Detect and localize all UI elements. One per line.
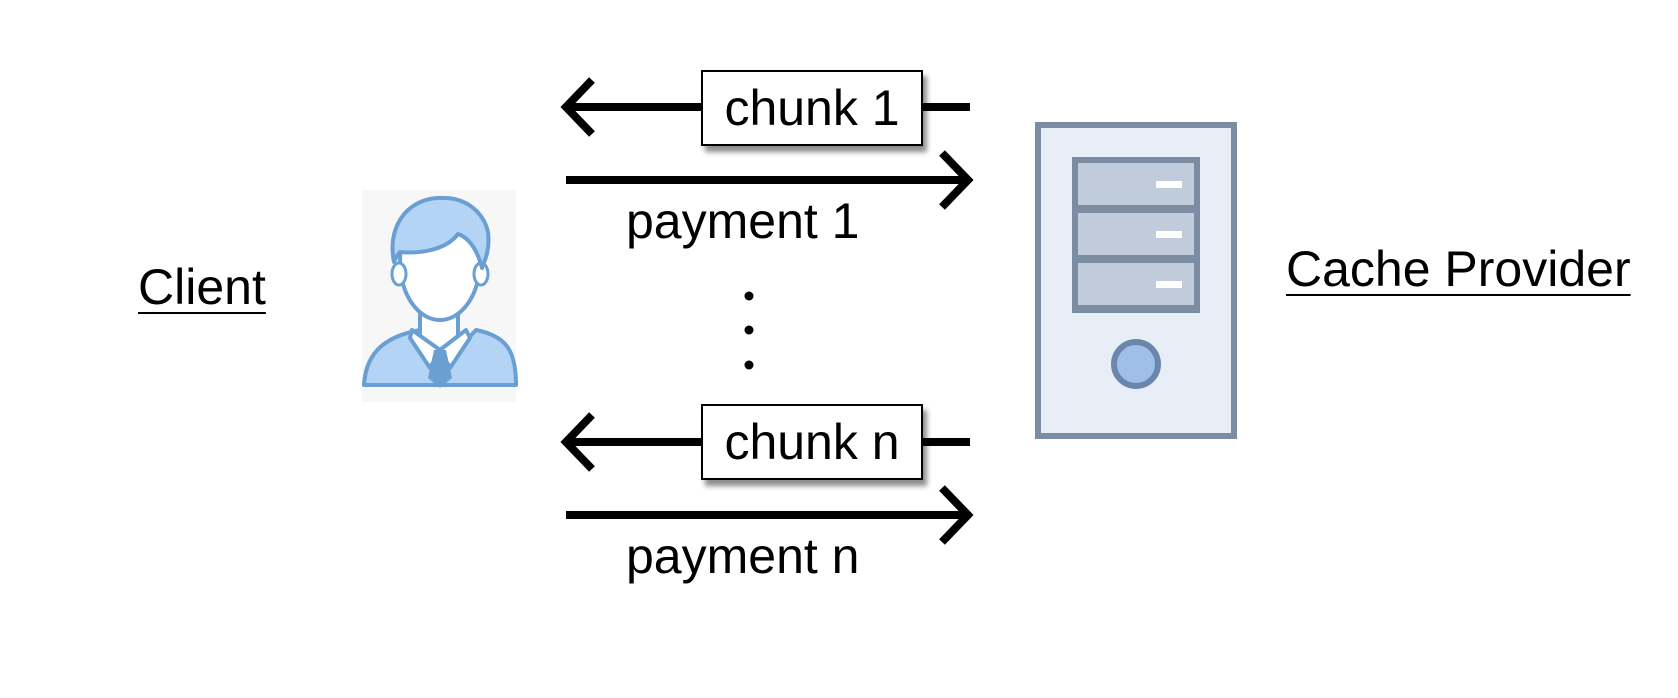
payment-n-label: payment n (626, 528, 860, 584)
payment-n-arrow (566, 485, 974, 545)
chunk-n-label: chunk n (701, 404, 923, 480)
ellipsis-dots (744, 291, 754, 370)
person-icon (362, 190, 518, 402)
payment-1-arrow (566, 150, 974, 210)
server-icon (1035, 122, 1237, 439)
cache-provider-label: Cache Provider (1286, 241, 1631, 297)
chunk-1-label: chunk 1 (701, 70, 923, 146)
client-label: Client (138, 259, 266, 315)
payment-1-label: payment 1 (626, 193, 860, 249)
